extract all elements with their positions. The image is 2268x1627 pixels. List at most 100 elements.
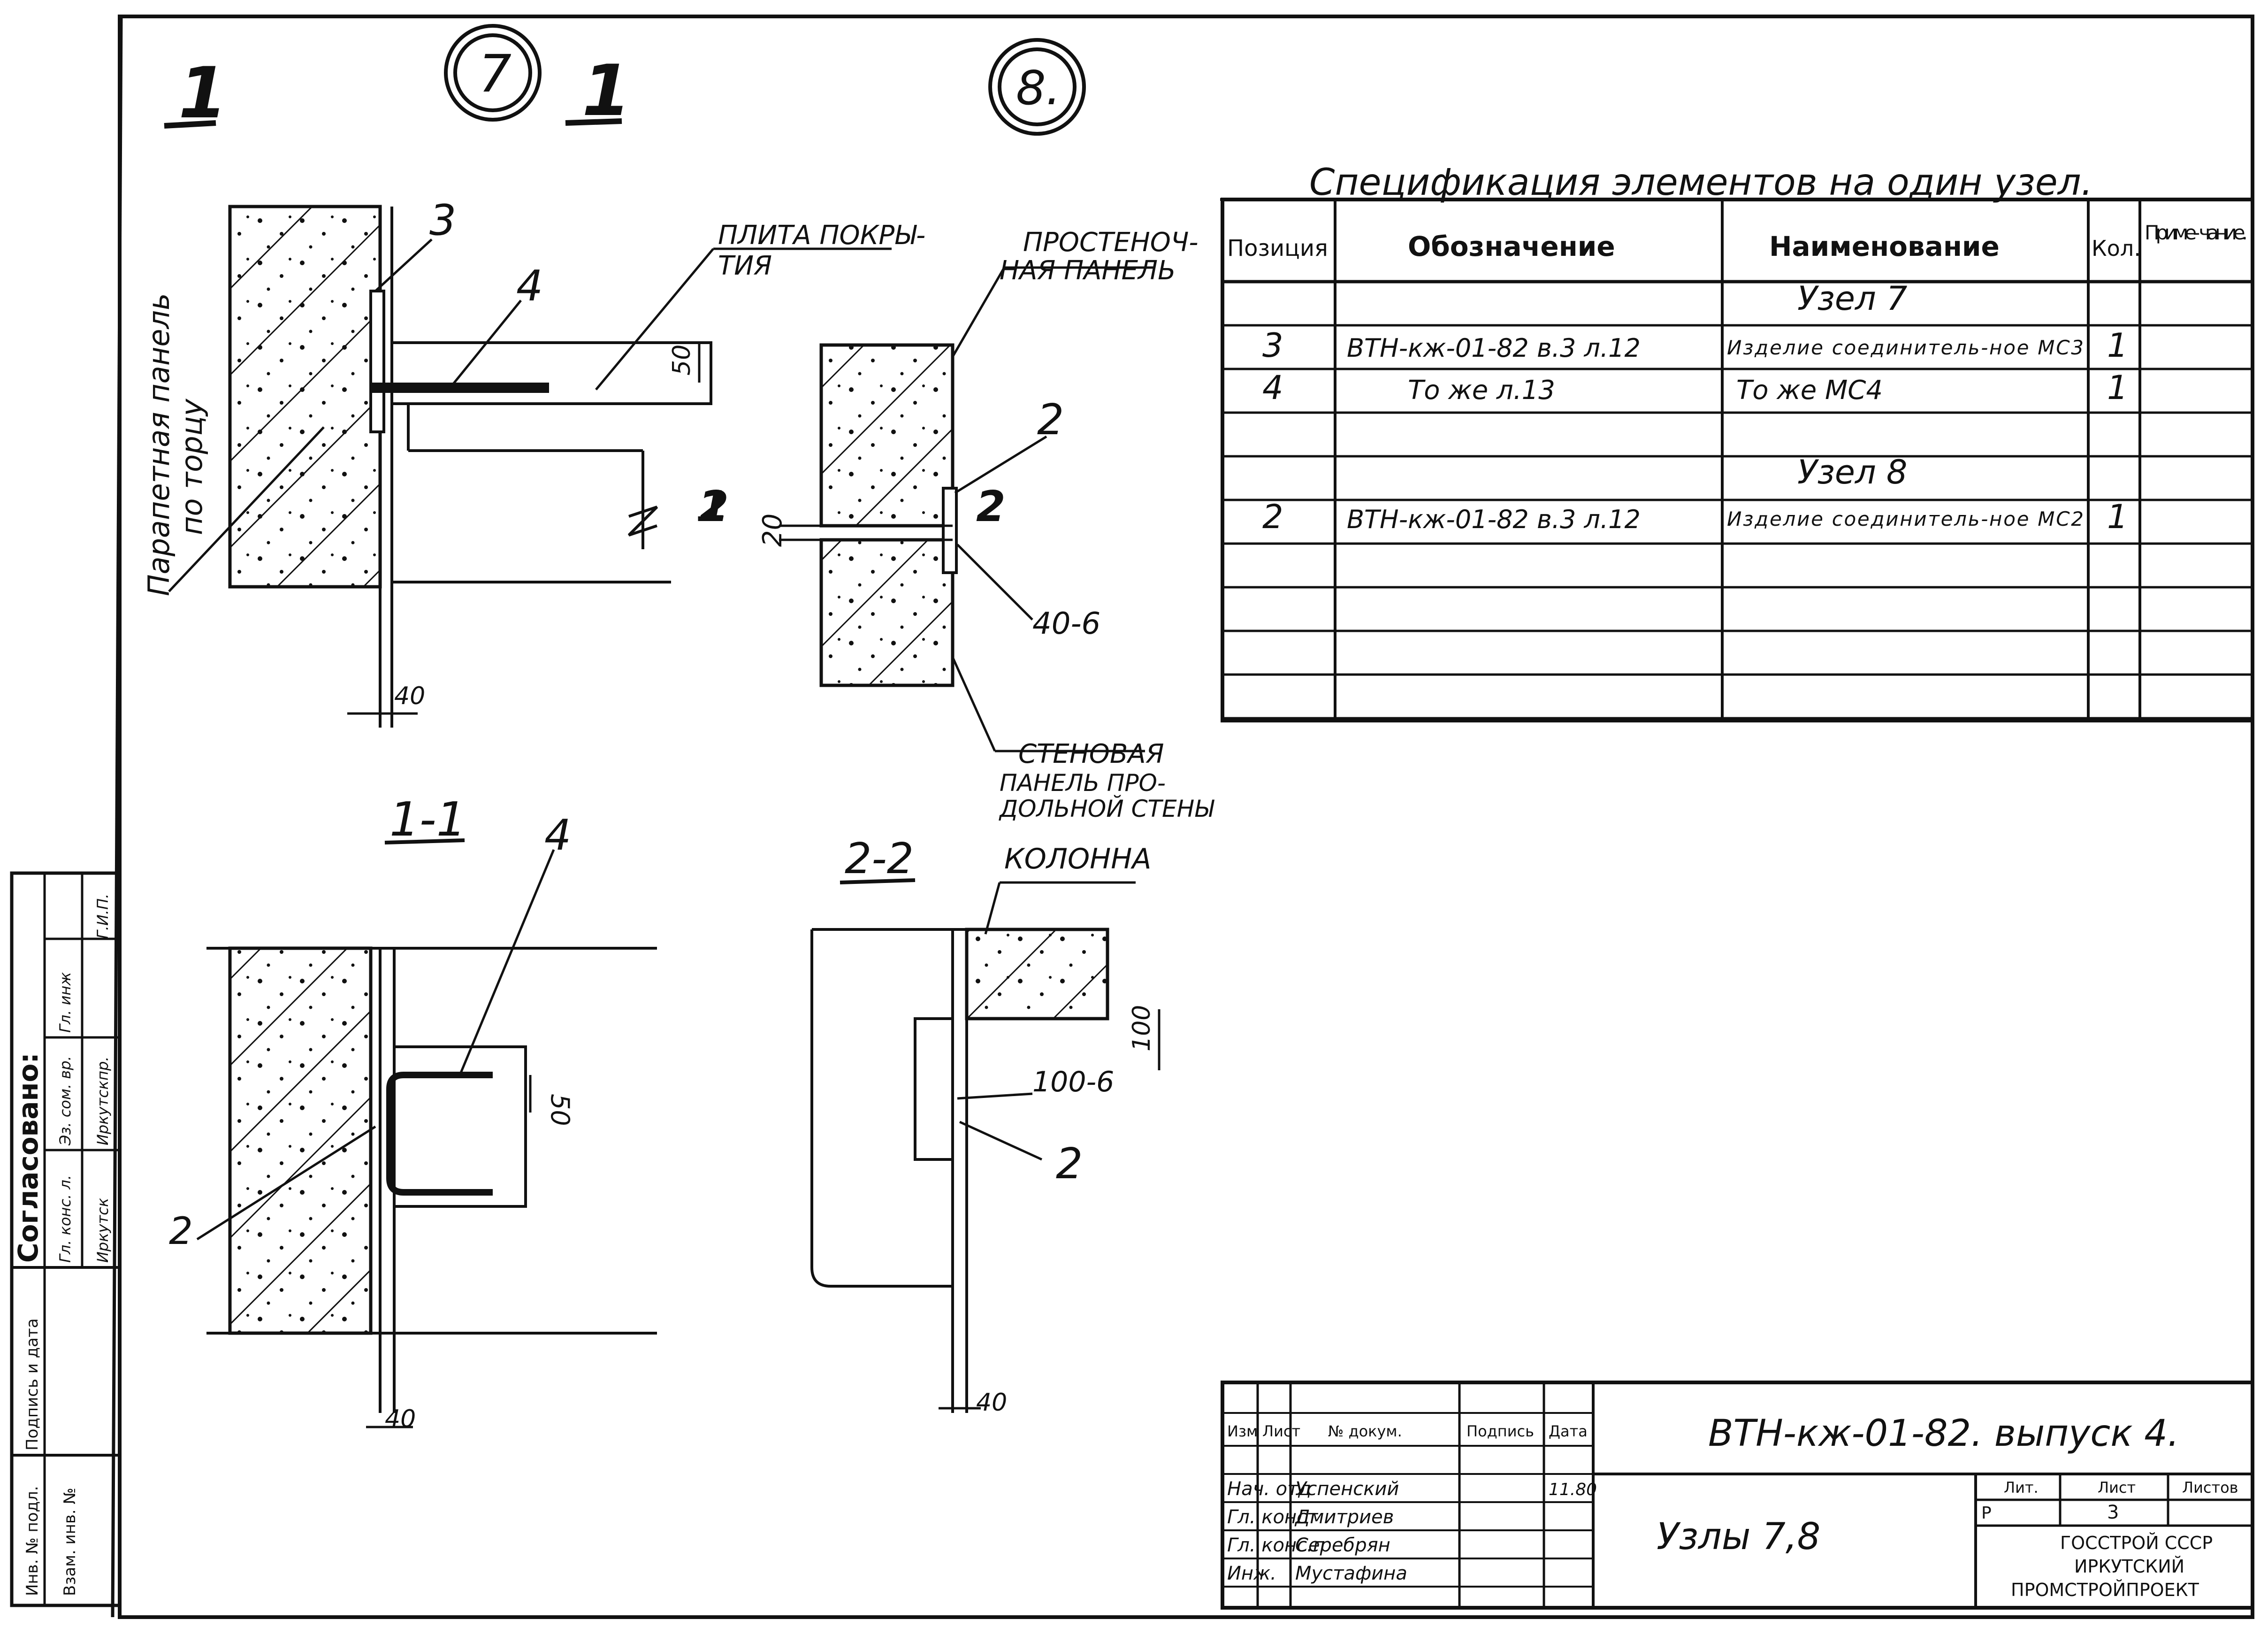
side-stamp: Согласовано: Гл. конс. л. Эз. сом. вр. Г… — [10, 871, 122, 1607]
staff-0-date: 11.80 — [1549, 1480, 1597, 1499]
staff-2-name: Серебрян — [1295, 1535, 1390, 1556]
leader-column — [984, 882, 1001, 935]
stamp-hdr-sheet: Лист — [1262, 1422, 1300, 1440]
staff-2-role: Гл. конс.п — [1227, 1535, 1325, 1556]
node-7-inner-circle — [453, 33, 532, 112]
roof-plate-section — [393, 1045, 527, 1208]
title-block-frame — [1221, 1381, 2254, 1610]
section-2-2-title-underline — [840, 878, 916, 884]
dim-40-section-label: 40 — [385, 1405, 416, 1433]
side-stamp-cell-4: Иркутскпр. — [94, 1057, 112, 1145]
parapet-panel-section-speckle — [230, 948, 371, 1333]
sheet-frame — [118, 15, 2254, 1619]
stamp-sheet-number: 3 — [2107, 1502, 2119, 1523]
spec-row-1-designation: ВТН-кж-01-82 в.3 л.12 — [1347, 333, 1641, 363]
pier-panel-speckle — [821, 345, 953, 526]
node-7-label: 7 — [479, 44, 512, 104]
node-8-detail: 2 20 2 2 40-6 ПРОСТЕНОЧ- НАЯ ПАНЕЛЬ СТЕН… — [699, 227, 1214, 822]
side-stamp-cell-2: Гл. инж — [56, 972, 74, 1033]
spec-row-2-name: То же МС4 — [1736, 375, 1883, 406]
wall-outline — [810, 929, 953, 1288]
spec-header-designation: Обозначение — [1408, 230, 1615, 262]
staff-1-name: Дмитриев — [1294, 1506, 1394, 1528]
label-parapet-2: по торцу — [175, 398, 209, 535]
title-block: Изм Лист № докум. Подпись Дата Нач. отд … — [1221, 1381, 2254, 1610]
spec-header-name: Наименование — [1769, 230, 2000, 262]
node-8-label: 8. — [1016, 61, 1061, 115]
pos-2-section-2-label: 2 — [1056, 1139, 1083, 1189]
label-pier: ПРОСТЕНОЧ- — [1023, 227, 1198, 258]
label-parapet: Парапетная панель — [142, 293, 176, 596]
spec-row-2-designation: То же л.13 — [1408, 375, 1555, 406]
roof-plate — [390, 341, 712, 405]
leader-3 — [374, 238, 433, 292]
dim-50-section-label: 50 — [545, 1094, 575, 1126]
mark-1-left-underline — [164, 120, 216, 129]
stamp-org-3: ПРОМСТРОЙПРОЕКТ — [2011, 1580, 2199, 1600]
mark-1-left: 1 — [178, 53, 227, 134]
node-7-detail: 3 4 ПЛИТА ПОКРЫ- ТИЯ 50 Парапетная панел… — [142, 196, 925, 728]
spec-row-1-pos: 3 — [1262, 326, 1283, 365]
dim-50-label: 50 — [668, 345, 696, 376]
wall-panel-speckle — [821, 540, 953, 685]
side-stamp-cell-1: Эз. сом. вр. — [56, 1056, 74, 1146]
spec-row-5-name: Изделие соединитель-ное МС2 — [1727, 507, 2084, 530]
spec-table: Спецификация элементов на один узел. Поз… — [1220, 161, 2254, 722]
stamp-grid — [1222, 1382, 1593, 1608]
label-pier-2: НАЯ ПАНЕЛЬ — [1000, 255, 1176, 286]
staff-3-name: Мустафина — [1295, 1563, 1407, 1584]
stamp-hdr-change: Изм — [1227, 1422, 1258, 1440]
stamp-code: ВТН-кж-01-82. выпуск 4. — [1708, 1412, 2179, 1455]
stamp-hdr-doc: № докум. — [1328, 1422, 1402, 1440]
node-8-outer-circle — [988, 38, 1086, 136]
stamp-hdr-date: Дата — [1549, 1422, 1588, 1440]
staff-0-role: Нач. отд — [1227, 1478, 1311, 1500]
section-2-mark-left: 2 — [699, 482, 729, 531]
weld-section-label: 100-6 — [1032, 1066, 1114, 1098]
stamp-stage: Р — [1981, 1504, 1992, 1523]
parapet-panel-speckle — [230, 207, 380, 587]
stamp-sheet-hdr: Лист — [2098, 1479, 2136, 1497]
label-column: КОЛОННА — [1004, 843, 1151, 875]
leader-pos-2 — [954, 435, 1047, 494]
spec-row-0-name: Узел 7 — [1797, 279, 1907, 318]
stamp-hdr-sign: Подпись — [1466, 1422, 1534, 1440]
dim-40-section-2-label: 40 — [976, 1389, 1007, 1417]
leader-pier — [951, 267, 1006, 358]
stamp-org-2: ИРКУТСКИЙ — [2074, 1556, 2184, 1577]
dim-100-label: 100 — [1128, 1005, 1156, 1051]
leader-4 — [450, 299, 522, 388]
spec-row-5-qty: 1 — [2107, 498, 2128, 536]
spec-title: Спецификация элементов на один узел. — [1309, 161, 2092, 204]
spec-header-qty: Кол. — [2092, 236, 2141, 261]
section-2-2-title: 2-2 — [845, 834, 914, 883]
section-1-mark: 1 — [699, 482, 729, 531]
leader-weld — [956, 544, 1033, 621]
dim-40-label: 40 — [394, 682, 425, 710]
label-wall-3: ДОЛЬНОЙ СТЕНЫ — [999, 795, 1214, 822]
staff-3-role: Инж. — [1227, 1563, 1276, 1584]
spec-row-1-name: Изделие соединитель-ное МС3 — [1727, 336, 2084, 359]
side-stamp-header: Согласовано: — [12, 1052, 44, 1263]
leader-plate — [595, 248, 714, 391]
pos-2-label: 2 — [1037, 395, 1064, 445]
leader-pos-4 — [458, 849, 555, 1075]
side-stamp-cell-0: Гл. конс. л. — [56, 1175, 74, 1263]
weld-label: 40-6 — [1032, 606, 1100, 641]
spec-row-5-designation: ВТН-кж-01-82 в.3 л.12 — [1347, 505, 1641, 534]
side-stamp-inv-orig: Инв. № подл. — [23, 1486, 42, 1596]
staff-0-name: Успенский — [1295, 1478, 1399, 1500]
stamp-org-1: ГОССТРОЙ СССР — [2060, 1533, 2213, 1553]
section-2-mark-right: 2 — [976, 482, 1006, 531]
connector-4 — [371, 383, 549, 393]
parapet-label-leader — [168, 426, 325, 592]
side-stamp-cell-3: Иркутск — [94, 1197, 112, 1263]
spec-row-2-qty: 1 — [2107, 368, 2128, 407]
mark-1-right-underline — [565, 118, 622, 126]
spec-row-1-qty: 1 — [2107, 326, 2128, 365]
leader-pos-2-2 — [959, 1120, 1043, 1161]
section-1-1-title-underline — [384, 838, 465, 844]
label-roof-plate: ПЛИТА ПОКРЫ- — [718, 220, 925, 251]
label-wall-2: ПАНЕЛЬ ПРО- — [1000, 769, 1166, 797]
